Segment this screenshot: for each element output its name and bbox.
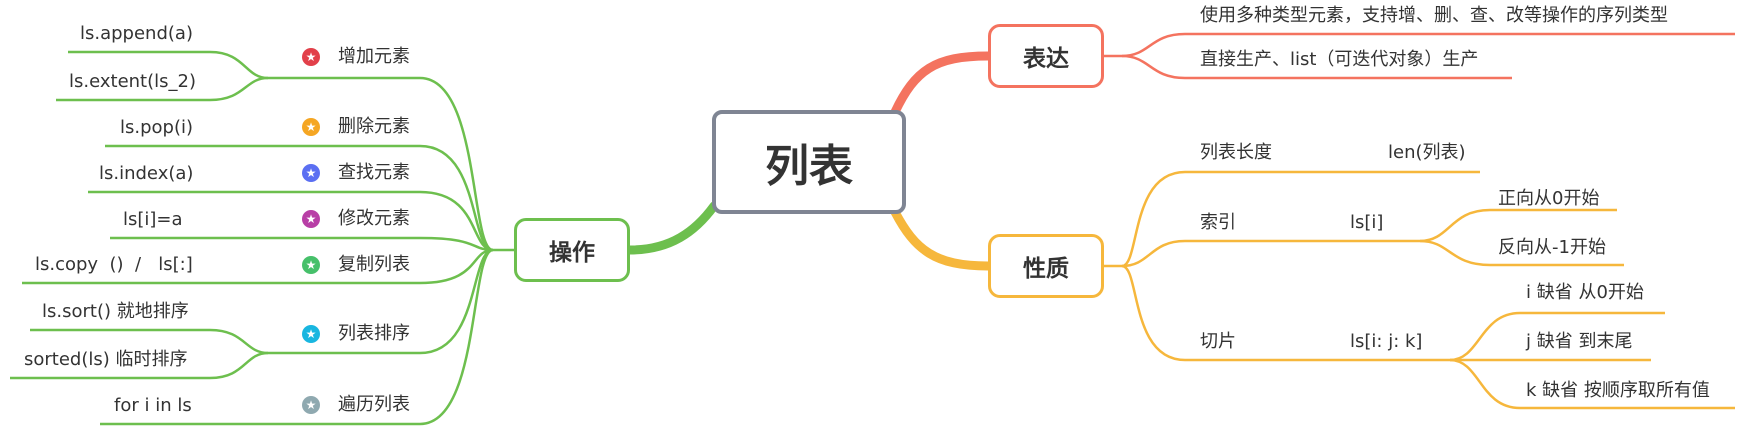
star-icon: ★	[302, 164, 320, 182]
operation-group-label[interactable]: 增加元素	[338, 46, 410, 67]
operation-group-label[interactable]: 列表排序	[338, 323, 410, 344]
topic-operations[interactable]: 操作	[514, 218, 630, 282]
property-slice-child[interactable]: k 缺省 按顺序取所有值	[1526, 380, 1710, 401]
property-length-label[interactable]: 列表长度	[1200, 142, 1272, 163]
operation-group-label[interactable]: 查找元素	[338, 162, 410, 183]
topic-expression[interactable]: 表达	[988, 24, 1104, 88]
star-icon: ★	[302, 256, 320, 274]
topic-properties-label: 性质	[1023, 256, 1069, 282]
operation-item[interactable]: sorted(ls) 临时排序	[24, 349, 188, 370]
operation-item[interactable]: ls.pop(i)	[120, 117, 194, 138]
operations-links	[10, 50, 514, 426]
star-icon: ★	[302, 48, 320, 66]
star-icon: ★	[302, 325, 320, 343]
operation-item[interactable]: for i in ls	[114, 395, 192, 416]
operation-item[interactable]: ls.extent(ls_2)	[69, 71, 196, 92]
property-slice-label[interactable]: 切片	[1200, 331, 1236, 352]
star-icon: ★	[302, 396, 320, 414]
property-slice-child[interactable]: i 缺省 从0开始	[1526, 282, 1644, 303]
operation-group-label[interactable]: 修改元素	[338, 208, 410, 229]
root-to-expression-link	[890, 51, 993, 117]
operation-group-label[interactable]: 遍历列表	[338, 394, 410, 415]
property-length-value[interactable]: len(列表)	[1388, 142, 1466, 163]
properties-links	[1104, 170, 1735, 410]
operation-group-label[interactable]: 复制列表	[338, 254, 410, 275]
expression-item[interactable]: 直接生产、list（可迭代对象）生产	[1200, 49, 1479, 70]
property-index-child[interactable]: 正向从0开始	[1498, 188, 1600, 209]
property-index-child[interactable]: 反向从-1开始	[1498, 237, 1606, 258]
operation-item[interactable]: ls.append(a)	[80, 23, 193, 44]
expression-links	[1104, 32, 1735, 80]
topic-expression-label: 表达	[1023, 46, 1069, 72]
operation-group-label[interactable]: 删除元素	[338, 116, 410, 137]
operation-item[interactable]: ls.sort() 就地排序	[42, 301, 189, 322]
topic-operations-label: 操作	[549, 240, 595, 266]
property-index-label[interactable]: 索引	[1200, 212, 1236, 233]
operation-item[interactable]: ls[i]=a	[123, 209, 183, 230]
star-icon: ★	[302, 210, 320, 228]
property-index-value[interactable]: ls[i]	[1350, 212, 1384, 233]
expression-item[interactable]: 使用多种类型元素，支持增、删、查、改等操作的序列类型	[1200, 5, 1668, 26]
operation-item[interactable]: ls.copy () / ls[:]	[35, 254, 193, 275]
property-slice-child[interactable]: j 缺省 到末尾	[1526, 331, 1633, 352]
property-slice-value[interactable]: ls[i: j: k]	[1350, 331, 1423, 352]
root-to-operations-link	[625, 201, 719, 255]
topic-properties[interactable]: 性质	[988, 234, 1104, 298]
root-to-properties-link	[890, 207, 993, 271]
operation-item[interactable]: ls.index(a)	[99, 163, 194, 184]
root-topic[interactable]: 列表	[712, 110, 906, 214]
root-label: 列表	[765, 141, 853, 192]
star-icon: ★	[302, 118, 320, 136]
